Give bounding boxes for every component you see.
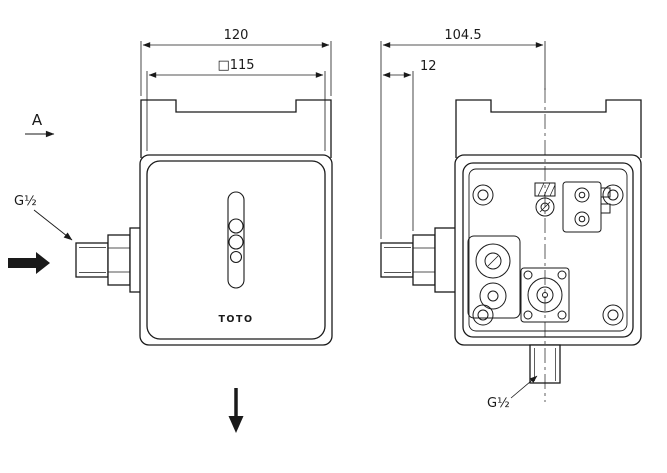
dim-overall-depth-label: 104.5 xyxy=(444,28,481,43)
sensor-window-bottom xyxy=(229,250,243,264)
rear-housing-cavity xyxy=(462,162,634,338)
rear-inlet-flange xyxy=(434,227,457,293)
dim-face-square: □115 xyxy=(146,58,326,151)
rear-view xyxy=(380,88,642,402)
rear-inner-plate xyxy=(468,168,628,332)
outlet-thread-callout: G½ xyxy=(487,375,538,411)
rear-inlet-hex-nut xyxy=(412,234,436,286)
front-inlet-fitting xyxy=(75,227,142,293)
inlet-thread-pipe xyxy=(75,242,109,278)
rear-inlet-thread-pipe xyxy=(380,242,414,278)
rear-mounting-plate xyxy=(455,99,642,158)
inlet-thread-label: G½ xyxy=(14,194,37,209)
sensor-window-middle xyxy=(228,234,244,250)
inlet-thread-leader-line xyxy=(33,209,73,241)
front-cover-face xyxy=(146,160,326,340)
dim-overall-width: 120 xyxy=(140,28,332,96)
front-cover-outline xyxy=(139,154,333,346)
front-view: TOTO xyxy=(75,99,333,346)
dim-overall-depth: 104.5 xyxy=(380,28,546,239)
corner-screws xyxy=(472,184,624,326)
sensor-window-top xyxy=(228,218,244,234)
diaphragm-assembly xyxy=(467,235,521,319)
inlet-hex-nut xyxy=(107,234,131,286)
front-sensor-panel xyxy=(227,191,245,289)
sensor-pill xyxy=(227,191,245,289)
brand-logo: TOTO xyxy=(218,314,253,325)
front-mounting-plate xyxy=(140,99,332,158)
dim-overall-width-label: 120 xyxy=(224,28,249,43)
section-view-label: A xyxy=(32,111,43,129)
outlet-flow-arrow-icon xyxy=(228,388,244,433)
dim-inlet-thread-length-label: 12 xyxy=(420,59,437,74)
outlet-thread-leader-line xyxy=(510,375,538,399)
dim-inlet-thread-length: 12 xyxy=(382,59,437,231)
front-annotations: A G½ xyxy=(8,111,244,433)
dimensions: 120 □115 104.5 12 G½ xyxy=(140,28,546,411)
inlet-flow-arrow-icon xyxy=(8,252,50,274)
outlet-thread-label: G½ xyxy=(487,396,510,411)
rear-inlet-fitting xyxy=(380,227,457,293)
dim-face-square-label: □115 xyxy=(217,58,254,73)
